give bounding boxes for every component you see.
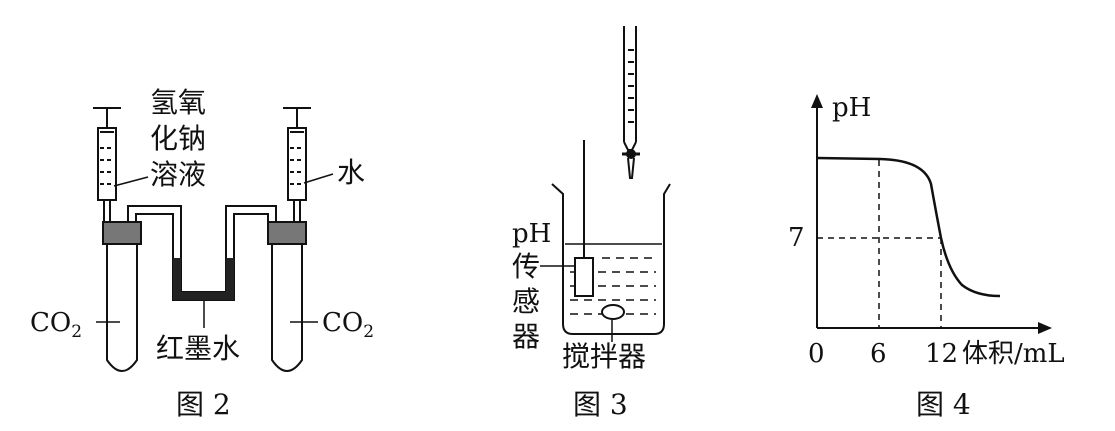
- stirrer-label: 搅拌器: [562, 340, 646, 373]
- red-ink: [173, 258, 234, 300]
- left-rubber-stopper: [102, 221, 142, 245]
- origin-label: 0: [808, 339, 825, 369]
- x-axis-label: 体积/mL: [962, 339, 1065, 369]
- burette: [622, 26, 640, 179]
- beaker: [551, 183, 671, 335]
- right-test-tube: [271, 244, 303, 372]
- sensor-label-line-3: 感: [512, 285, 540, 318]
- naoh-label-line-2: 化钠: [150, 122, 206, 155]
- naoh-label-line-3: 溶液: [150, 158, 206, 191]
- y-axis: [811, 94, 823, 328]
- co2-left-label: CO2: [30, 308, 82, 342]
- sensor-label-line-2: 传: [512, 250, 540, 283]
- left-test-tube: [106, 244, 138, 372]
- figure-2: 氢氧 化钠 溶液 水 CO2 CO2 红墨水 图 2: [30, 86, 374, 421]
- figure-3: pH 传 感 器 搅拌器 图 3: [512, 26, 671, 421]
- ph-curve: [816, 156, 1001, 298]
- y-tick-label-7: 7: [788, 223, 805, 253]
- right-syringe: [283, 107, 311, 222]
- x-tick-label-6: 6: [870, 339, 887, 369]
- figure-4: pH 7 0 6 12 体积/mL 图 4: [788, 93, 1065, 421]
- red-ink-label: 红墨水: [156, 332, 240, 365]
- x-tick-label-12: 12: [925, 339, 958, 369]
- x-axis: [817, 322, 1052, 334]
- left-syringe: [93, 107, 121, 222]
- figure-2-caption: 图 2: [176, 388, 231, 421]
- figure-3-caption: 图 3: [573, 388, 628, 421]
- u-tube: [127, 205, 277, 301]
- figure-4-caption: 图 4: [916, 388, 971, 421]
- reference-lines: [817, 160, 942, 328]
- sensor-label-line-1: pH: [512, 219, 551, 249]
- stirrer: [601, 304, 625, 320]
- right-rubber-stopper: [267, 221, 307, 245]
- y-axis-label: pH: [832, 93, 871, 123]
- ph-probe: [574, 257, 594, 297]
- sensor-label-line-4: 器: [512, 320, 540, 353]
- water-label: 水: [337, 156, 365, 189]
- right-syringe-barrel: [287, 127, 307, 201]
- naoh-label-line-1: 氢氧: [150, 86, 206, 119]
- left-syringe-barrel: [97, 127, 117, 201]
- co2-right-label: CO2: [322, 308, 374, 342]
